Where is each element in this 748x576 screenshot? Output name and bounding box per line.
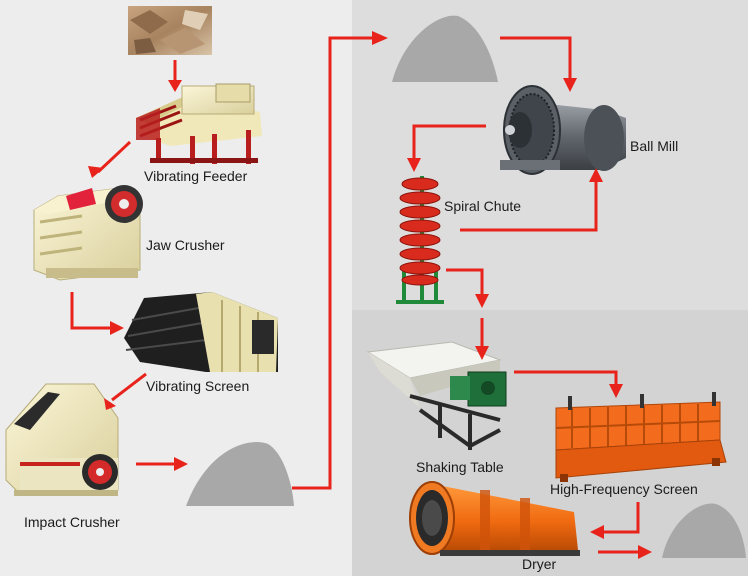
label-ball-mill: Ball Mill: [630, 138, 679, 154]
arrow-screen-to-impact: [111, 372, 147, 402]
arrow-pile-to-mill-route: [292, 36, 374, 490]
label-jaw-crusher: Jaw Crusher: [146, 237, 225, 253]
product-pile-icon: [662, 503, 746, 558]
arrow-feeder-to-jaw: [96, 140, 132, 174]
label-high-frequency-screen: High-Frequency Screen: [550, 481, 698, 497]
vibrating-screen-icon: [124, 292, 278, 372]
arrow-mill-to-spiral: [412, 124, 486, 160]
label-spiral-chute: Spiral Chute: [444, 198, 522, 214]
arrow-pile-to-mill: [500, 36, 572, 78]
flow-arrows: [70, 36, 640, 554]
vibrating-feeder-icon: [136, 83, 262, 164]
label-impact-crusher: Impact Crusher: [24, 514, 120, 530]
label-dryer: Dryer: [522, 556, 557, 572]
rock-pile-icon: [128, 6, 212, 55]
high-frequency-screen-icon: [555, 392, 727, 482]
ball-mill-icon: [500, 85, 626, 175]
arrow-jaw-to-screen: [70, 292, 112, 330]
ground-pile-icon: [392, 15, 498, 82]
arrow-spiral-return: [460, 180, 598, 232]
spiral-chute-icon: [396, 176, 444, 304]
flow-arrowheads: [88, 31, 652, 559]
impact-crusher-icon: [5, 383, 119, 496]
crushed-pile-icon: [186, 442, 294, 506]
arrow-table-to-screen: [514, 370, 618, 386]
rotary-dryer-icon: [409, 481, 580, 556]
label-shaking-table: Shaking Table: [416, 459, 504, 475]
label-vibrating-feeder: Vibrating Feeder: [144, 168, 248, 184]
jaw-crusher-icon: [33, 185, 143, 281]
arrow-screen-to-dryer: [602, 502, 640, 534]
label-vibrating-screen: Vibrating Screen: [146, 378, 250, 394]
shaking-table-icon: [366, 341, 507, 450]
arrow-spiral-to-table: [446, 268, 484, 296]
